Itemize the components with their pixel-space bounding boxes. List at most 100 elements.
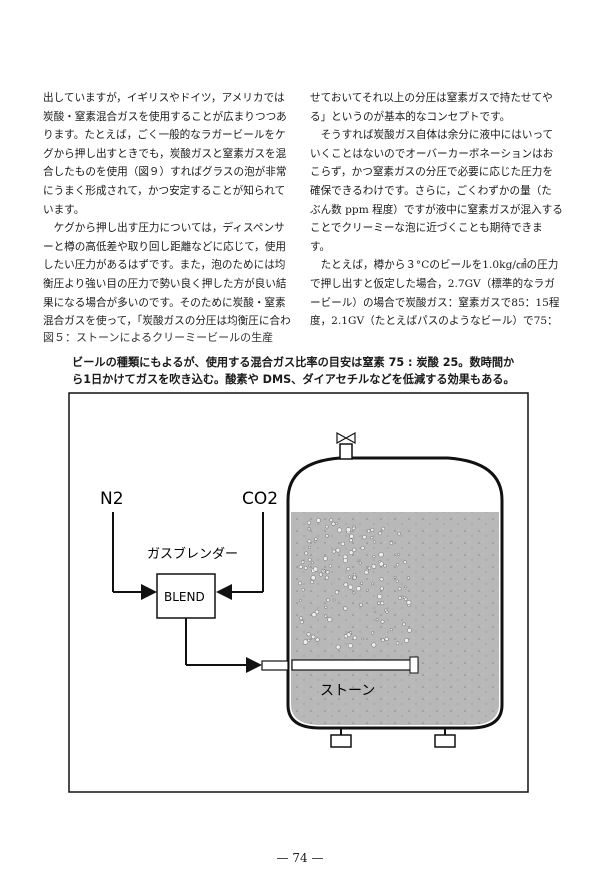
bubble <box>331 521 336 526</box>
bubble <box>306 632 311 637</box>
bubble <box>307 527 311 531</box>
text-line: で押し出すと仮定した場合，2.7GV（標準的なラガ <box>310 277 555 290</box>
bubble <box>298 581 302 586</box>
bubble <box>389 628 393 632</box>
tank-leg <box>330 734 352 748</box>
text-line: 合したものを使用（図９）すればグラスの泡が非常 <box>43 166 287 179</box>
bubble <box>332 598 336 602</box>
bubble <box>328 564 333 568</box>
bubble <box>371 631 375 635</box>
bubble <box>397 586 402 591</box>
valve-icon <box>336 431 356 445</box>
bubble <box>360 545 365 551</box>
bubble <box>352 547 357 553</box>
bubble <box>306 520 311 525</box>
bubble <box>346 567 351 572</box>
bubble <box>343 634 348 639</box>
bubble <box>343 606 348 611</box>
bubble <box>303 566 308 570</box>
bubble <box>347 643 353 649</box>
text-line: 衡圧より強い目の圧力で勢い良く押した方が良い結 <box>43 277 287 290</box>
bubble <box>397 553 400 556</box>
text-line: ぶん数 ppm 程度）ですが液中に窒素ガスが混入する <box>310 203 563 216</box>
bubble <box>407 604 411 608</box>
bubble <box>304 551 309 556</box>
bubble <box>340 541 345 547</box>
bubble <box>348 538 353 543</box>
stone-label: ストーン <box>320 683 375 699</box>
bubble <box>378 531 382 536</box>
text-line: 果になる場合が多いのです。そのために炭酸・窒素 <box>43 296 286 309</box>
n2-label: N2 <box>100 489 124 509</box>
bubble <box>404 585 407 589</box>
bubble <box>395 579 399 583</box>
bubble <box>395 641 400 646</box>
valve-neck <box>339 443 353 460</box>
bubble <box>370 528 375 532</box>
bubble <box>310 580 314 584</box>
text-line: にうまく形成されて，かつ安定することが知られて <box>43 184 286 197</box>
bubble <box>300 560 305 564</box>
bubble <box>378 552 384 558</box>
bubble <box>356 586 362 592</box>
bubble <box>349 631 353 634</box>
bubble <box>353 572 357 577</box>
bubble <box>308 545 311 549</box>
bubble <box>393 575 397 579</box>
text-line: ービール）の場合で炭酸ガス：窒素ガスで85：15程 <box>310 296 560 309</box>
bubble <box>360 581 364 585</box>
bubble <box>352 591 356 595</box>
bubble <box>324 575 329 580</box>
bubble <box>403 560 407 565</box>
text-line: います。 <box>43 203 85 216</box>
bubble <box>366 529 371 534</box>
bubble <box>407 627 412 633</box>
bubble <box>362 534 367 540</box>
bubble <box>366 588 369 592</box>
co2-label: CO2 <box>242 489 278 509</box>
text-line: したい圧力があるはずです。また，泡のためには均 <box>43 259 286 272</box>
text-line: そうすれば炭酸ガス自体は余分に液中にはいって <box>310 129 554 142</box>
text-line: ります。たとえば，ごく一般的なラガービールをケ <box>43 129 286 142</box>
bubble <box>337 527 343 533</box>
bubble <box>315 517 321 523</box>
inlet-fitting <box>261 660 289 671</box>
figure-caption: 図５：ストーンによるクリーミービールの生産 <box>43 331 274 344</box>
bubble <box>323 569 326 573</box>
bubble <box>310 575 316 581</box>
bubble <box>329 518 334 522</box>
bubble <box>398 596 402 600</box>
bubble <box>301 588 305 592</box>
bubble <box>327 617 333 623</box>
text-line: ことでクリーミーな泡に近づくことも期待できま <box>310 222 543 235</box>
figure-description-line: ら1日かけてガスを吹き込む。酸素や DMS、ダイアセチルなどを低減する効果もある… <box>72 373 515 386</box>
body-text-right-column: せておいてそれ以上の分圧は窒素ガスで持たせてやる」というのが基本的なコンセプトで… <box>310 89 565 331</box>
bubble <box>372 540 376 544</box>
bubble <box>299 599 302 602</box>
bubble <box>334 590 339 595</box>
bubble <box>326 598 330 602</box>
bubble <box>372 555 376 558</box>
bubble <box>314 609 320 615</box>
text-line: 度，2.1GV（たとえばパスのようなビール）で75： <box>310 315 558 328</box>
bubble <box>322 556 328 561</box>
bubble <box>348 584 354 590</box>
bubble <box>359 603 363 607</box>
bubble <box>351 526 356 531</box>
text-line: る」というのが基本的なコンセプトです。 <box>310 110 511 123</box>
figure-description-line: ビールの種類にもよるが、使用する混合ガス比率の目安は窒素 75 : 炭酸 25。… <box>72 356 515 369</box>
bubble <box>315 637 320 642</box>
bubble <box>324 605 328 609</box>
bubble <box>365 568 369 572</box>
bubble <box>384 636 389 641</box>
text-line: グから押し出すときでも，炭酸ガスと窒素ガスを混 <box>43 147 287 160</box>
bubble <box>378 560 382 563</box>
tank-leg <box>434 734 456 748</box>
bubble <box>381 526 386 531</box>
text-line: 確保できるわけです。さらに，ごくわずかの量（た <box>310 184 552 197</box>
bubble <box>371 564 377 569</box>
bubble <box>352 575 357 580</box>
text-line: ケグから押し出す圧力については，ディスペンサ <box>43 222 285 235</box>
bubble <box>381 638 385 643</box>
bubble <box>396 563 400 567</box>
